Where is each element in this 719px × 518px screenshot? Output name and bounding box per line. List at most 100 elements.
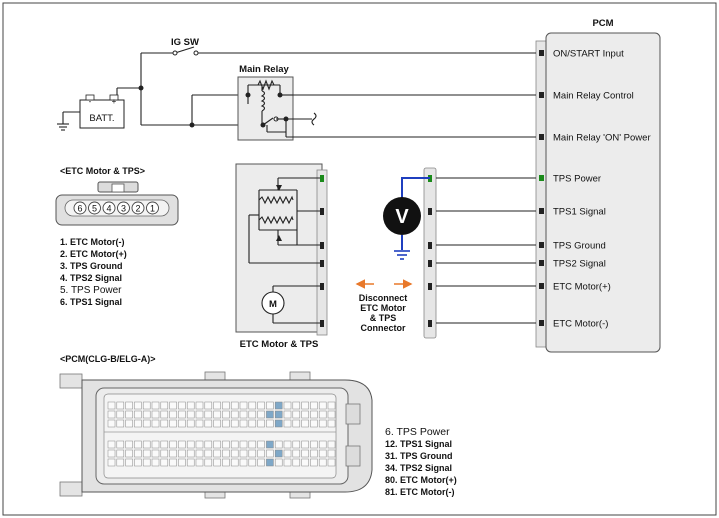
pcm-connector-pin — [222, 401, 230, 410]
pcm-connector-pin — [116, 449, 125, 458]
voltmeter: V — [383, 177, 430, 260]
pcm-connector-pin — [257, 419, 265, 428]
pcm-connector-pin — [213, 401, 221, 410]
pcm-connector-pin — [257, 401, 265, 410]
pcm-pin-list-item: 81. ETC Motor(-) — [385, 487, 455, 497]
pcm-connector-pin — [239, 419, 248, 428]
connector-pin-number: 3 — [121, 204, 126, 214]
disconnect-line-1: Disconnect — [359, 293, 408, 303]
pcm-connector-pin — [274, 458, 283, 467]
pcm-connector-pin — [204, 401, 213, 410]
voltmeter-symbol: V — [395, 206, 409, 228]
pcm-connector-pin — [239, 449, 248, 458]
pcm-connector-pin — [274, 401, 283, 410]
pcm-connector-pin — [204, 449, 213, 458]
pcm-connector-pin — [327, 449, 336, 458]
pcm-connector-pin — [134, 410, 142, 419]
tps-resistor-1 — [258, 195, 294, 205]
pcm-connector-pin — [222, 449, 230, 458]
pcm-connector-pin — [230, 458, 239, 467]
pcm-connector-pin — [292, 440, 301, 449]
pcm-connector-pin — [195, 449, 204, 458]
pcm-connector-pin — [327, 401, 336, 410]
connector-pin — [102, 201, 116, 215]
pcm-pin-mark — [539, 50, 544, 56]
pcm-connector-pin — [142, 458, 151, 467]
pcm-connector-pin — [142, 410, 151, 419]
pcm-connector-pin — [274, 449, 283, 458]
pcm-connector-pin — [213, 458, 221, 467]
pcm-connector-pin — [178, 449, 186, 458]
pcm-connector-pin — [160, 449, 169, 458]
battery — [79, 99, 125, 129]
pcm-connector-pin — [248, 419, 257, 428]
etc-pin-list-item: 5. TPS Power — [60, 285, 122, 296]
pcm-connector-pin — [169, 410, 177, 419]
pcm-pin-list-item: 12. TPS1 Signal — [385, 439, 452, 449]
pcm-connector-pin — [292, 458, 301, 467]
pcm-connector-pin — [222, 440, 230, 449]
pcm-connector-pin — [116, 458, 125, 467]
pcm-connector-pin — [283, 440, 292, 449]
disconnect-line-3: & TPS — [370, 313, 397, 323]
pcm-connector-pin — [125, 410, 133, 419]
pcm-connector-pin — [239, 458, 248, 467]
pcm-pin-label: TPS2 Signal — [553, 259, 606, 270]
pcm-pin-list-item: 6. TPS Power — [385, 426, 450, 438]
pcm-connector-pin — [301, 410, 309, 419]
pcm-connector-pin — [195, 440, 204, 449]
pcm-connector-pin — [248, 401, 257, 410]
pcm-connector-pin — [160, 401, 169, 410]
pcm-connector-pin — [283, 410, 292, 419]
pcm-connector-pin — [142, 440, 151, 449]
pcm-connector-pin — [230, 419, 239, 428]
etc-pin-list: 1. ETC Motor(-)2. ETC Motor(+)3. TPS Gro… — [60, 237, 127, 307]
pcm-connector-pin — [213, 449, 221, 458]
pcm-connector-pin — [186, 458, 195, 467]
connector-pin-number: 2 — [135, 204, 140, 214]
pcm-connector-pin — [327, 410, 336, 419]
pcm-connector-pin — [125, 449, 133, 458]
connector-pin — [117, 201, 130, 215]
pcm-connector-pin — [134, 419, 142, 428]
pcm-connector-pin — [125, 440, 133, 449]
pcm-connector-pin — [178, 410, 186, 419]
pcm-pin-mark — [539, 283, 544, 289]
pcm-connector-pin — [142, 401, 151, 410]
pcm-connector-pin — [169, 440, 177, 449]
pcm-connector-pin — [230, 401, 239, 410]
pcm-connector-pin — [266, 419, 274, 428]
pcm-connector-pin — [151, 458, 160, 467]
etc-pin-tps2 — [320, 260, 324, 267]
pcm-connector-pin — [327, 419, 336, 428]
pcm-connector-pin — [274, 440, 283, 449]
ig-switch-blade — [174, 46, 195, 54]
pcm-connector-pin — [310, 401, 318, 410]
pcm-pin-label: Main Relay Control — [553, 91, 634, 102]
pcm-pin-label: Main Relay 'ON' Power — [553, 133, 651, 144]
pcm-pin-mark — [539, 175, 544, 181]
pcm-connector-pin — [266, 410, 274, 419]
etc-pin-list-item: 4. TPS2 Signal — [60, 273, 122, 283]
pcm-pin-mark — [539, 320, 544, 326]
pcm-connector-pin — [107, 449, 116, 458]
pcm-connector-pin — [213, 440, 221, 449]
pcm-connector-pin — [178, 419, 186, 428]
pcm-connector-pin — [292, 449, 301, 458]
pcm-connector-pin — [248, 449, 257, 458]
pcm-connector-pin — [204, 419, 213, 428]
pcm-connector-pin — [107, 419, 116, 428]
pcm-connector-pin — [178, 458, 186, 467]
pcm-connector-pin — [169, 401, 177, 410]
pcm-connector-pin — [257, 440, 265, 449]
etc-pin-list-item: 3. TPS Ground — [60, 261, 123, 271]
disconnect-note: Disconnect ETC Motor & TPS Connector — [355, 279, 413, 333]
pcm-title: PCM — [592, 18, 613, 29]
pcm-connector-pin — [116, 440, 125, 449]
